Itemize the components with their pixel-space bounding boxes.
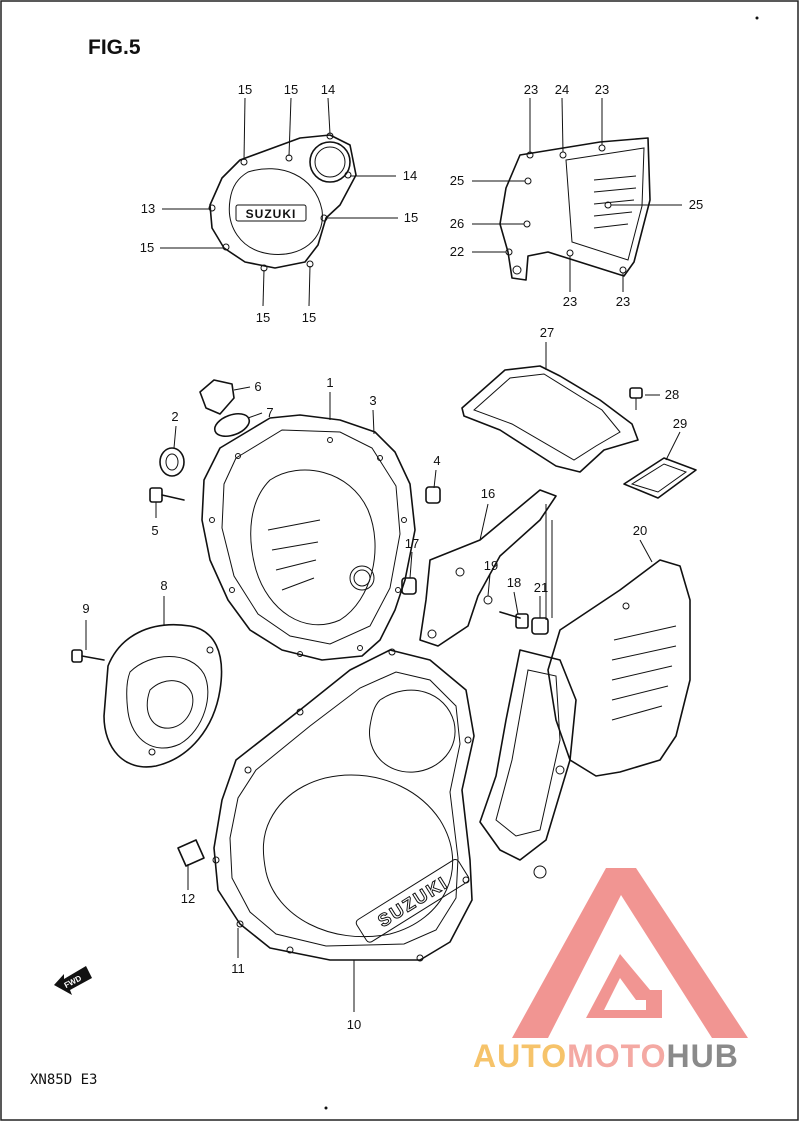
callout-27: 27 bbox=[540, 325, 554, 340]
callout-9: 9 bbox=[82, 601, 89, 616]
generator-cover-10: SUZUKI bbox=[212, 648, 475, 962]
callout-15: 15 bbox=[256, 310, 270, 325]
oil-filler-cap-6 bbox=[199, 379, 235, 415]
scan-dot bbox=[324, 1106, 328, 1110]
leader-lines-top-right bbox=[472, 97, 682, 292]
fwd-arrow: FWD bbox=[54, 966, 92, 995]
o-ring-7 bbox=[213, 412, 251, 438]
callout-labels: 15 15 14 14 13 15 15 15 15 23 24 23 25 2… bbox=[82, 82, 703, 1032]
bolt-5 bbox=[149, 487, 185, 503]
callout-12: 12 bbox=[181, 891, 195, 906]
callout-25: 25 bbox=[689, 197, 703, 212]
callout-2: 2 bbox=[171, 409, 178, 424]
leader-lines-10-12 bbox=[187, 864, 355, 1012]
callout-15: 15 bbox=[404, 210, 418, 225]
scan-dot bbox=[755, 16, 759, 20]
callout-23: 23 bbox=[563, 294, 577, 309]
callout-15: 15 bbox=[284, 82, 298, 97]
callout-24: 24 bbox=[555, 82, 569, 97]
callout-19: 19 bbox=[484, 558, 498, 573]
callout-8: 8 bbox=[160, 578, 167, 593]
callout-22: 22 bbox=[450, 244, 464, 259]
callout-23: 23 bbox=[595, 82, 609, 97]
leader-lines-bracket bbox=[409, 503, 553, 620]
callout-6: 6 bbox=[254, 379, 261, 394]
collar-21 bbox=[531, 617, 549, 635]
callout-16: 16 bbox=[481, 486, 495, 501]
leader-lines-clutch bbox=[155, 386, 437, 518]
watermark-text: AUTOMOTOHUB bbox=[473, 1038, 739, 1075]
callout-3: 3 bbox=[369, 393, 376, 408]
dowel-pin-12 bbox=[177, 839, 205, 867]
leader-lines-top-left bbox=[160, 97, 398, 307]
callout-5: 5 bbox=[151, 523, 158, 538]
leader-lines-20 bbox=[639, 539, 653, 563]
chain-cover-27 bbox=[461, 365, 639, 473]
bolt-18 bbox=[499, 611, 529, 629]
watermark-logo bbox=[512, 868, 748, 1038]
callout-28: 28 bbox=[665, 387, 679, 402]
bolt-9 bbox=[71, 649, 105, 663]
watermark-hub: HUB bbox=[666, 1038, 739, 1074]
callout-17: 17 bbox=[405, 536, 419, 551]
callout-7: 7 bbox=[266, 405, 273, 420]
spacer-17 bbox=[401, 577, 417, 595]
callout-15: 15 bbox=[140, 240, 154, 255]
watermark-moto: MOTO bbox=[567, 1038, 667, 1074]
callout-14: 14 bbox=[321, 82, 335, 97]
callout-21: 21 bbox=[534, 580, 548, 595]
oil-level-window-2 bbox=[159, 447, 185, 477]
clutch-housing-1 bbox=[201, 414, 416, 661]
callout-11: 11 bbox=[231, 961, 245, 976]
generator-cover-small: SUZUKI bbox=[208, 132, 357, 272]
bolt-28 bbox=[629, 387, 643, 410]
callout-18: 18 bbox=[507, 575, 521, 590]
small-cover-emblem: SUZUKI bbox=[246, 207, 297, 221]
sprocket-cover-20 bbox=[479, 559, 691, 879]
callout-10: 10 bbox=[347, 1017, 361, 1032]
model-code: XN85D E3 bbox=[30, 1072, 98, 1088]
callout-25: 25 bbox=[450, 173, 464, 188]
callout-4: 4 bbox=[433, 453, 440, 468]
callout-23: 23 bbox=[524, 82, 538, 97]
dowel-pin-4 bbox=[425, 486, 441, 504]
leader-lines-mid-right bbox=[545, 342, 681, 461]
sprocket-cover-upper bbox=[499, 137, 651, 281]
callout-14: 14 bbox=[403, 168, 417, 183]
callout-29: 29 bbox=[673, 416, 687, 431]
watermark-auto: AUTO bbox=[473, 1038, 568, 1074]
figure-title: FIG.5 bbox=[88, 36, 141, 59]
callout-1: 1 bbox=[326, 375, 333, 390]
plate-29 bbox=[623, 457, 697, 499]
callout-20: 20 bbox=[633, 523, 647, 538]
callout-15: 15 bbox=[302, 310, 316, 325]
callout-23: 23 bbox=[616, 294, 630, 309]
callout-13: 13 bbox=[141, 201, 155, 216]
leader-lines-8-9 bbox=[85, 596, 165, 650]
callout-26: 26 bbox=[450, 216, 464, 231]
cover-8 bbox=[103, 624, 223, 768]
callout-15: 15 bbox=[238, 82, 252, 97]
